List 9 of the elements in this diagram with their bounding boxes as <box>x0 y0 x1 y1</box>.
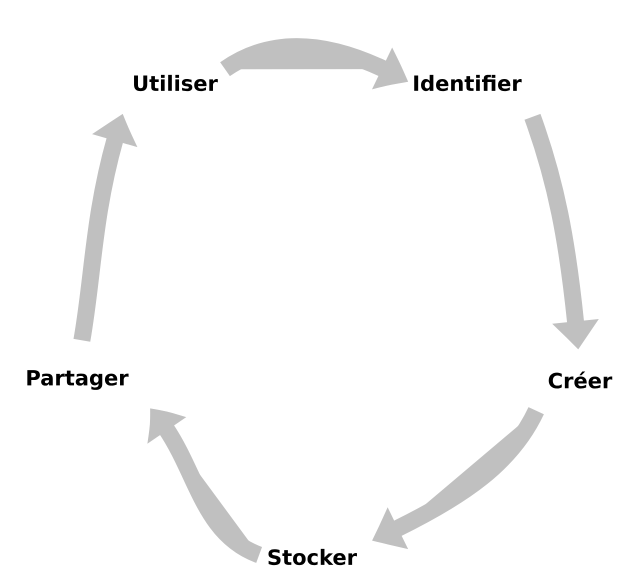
cycle-arrow <box>148 409 263 563</box>
step-label: Partager <box>27 370 129 390</box>
step-label: Stocker <box>268 548 357 566</box>
cycle-arrow <box>374 406 544 548</box>
step-label: Identifier <box>414 74 522 92</box>
step-label: Utiliser <box>134 74 218 92</box>
step-label: Créer <box>548 371 612 389</box>
cycle-arrow <box>73 116 134 342</box>
cycle-arrow <box>220 38 407 88</box>
